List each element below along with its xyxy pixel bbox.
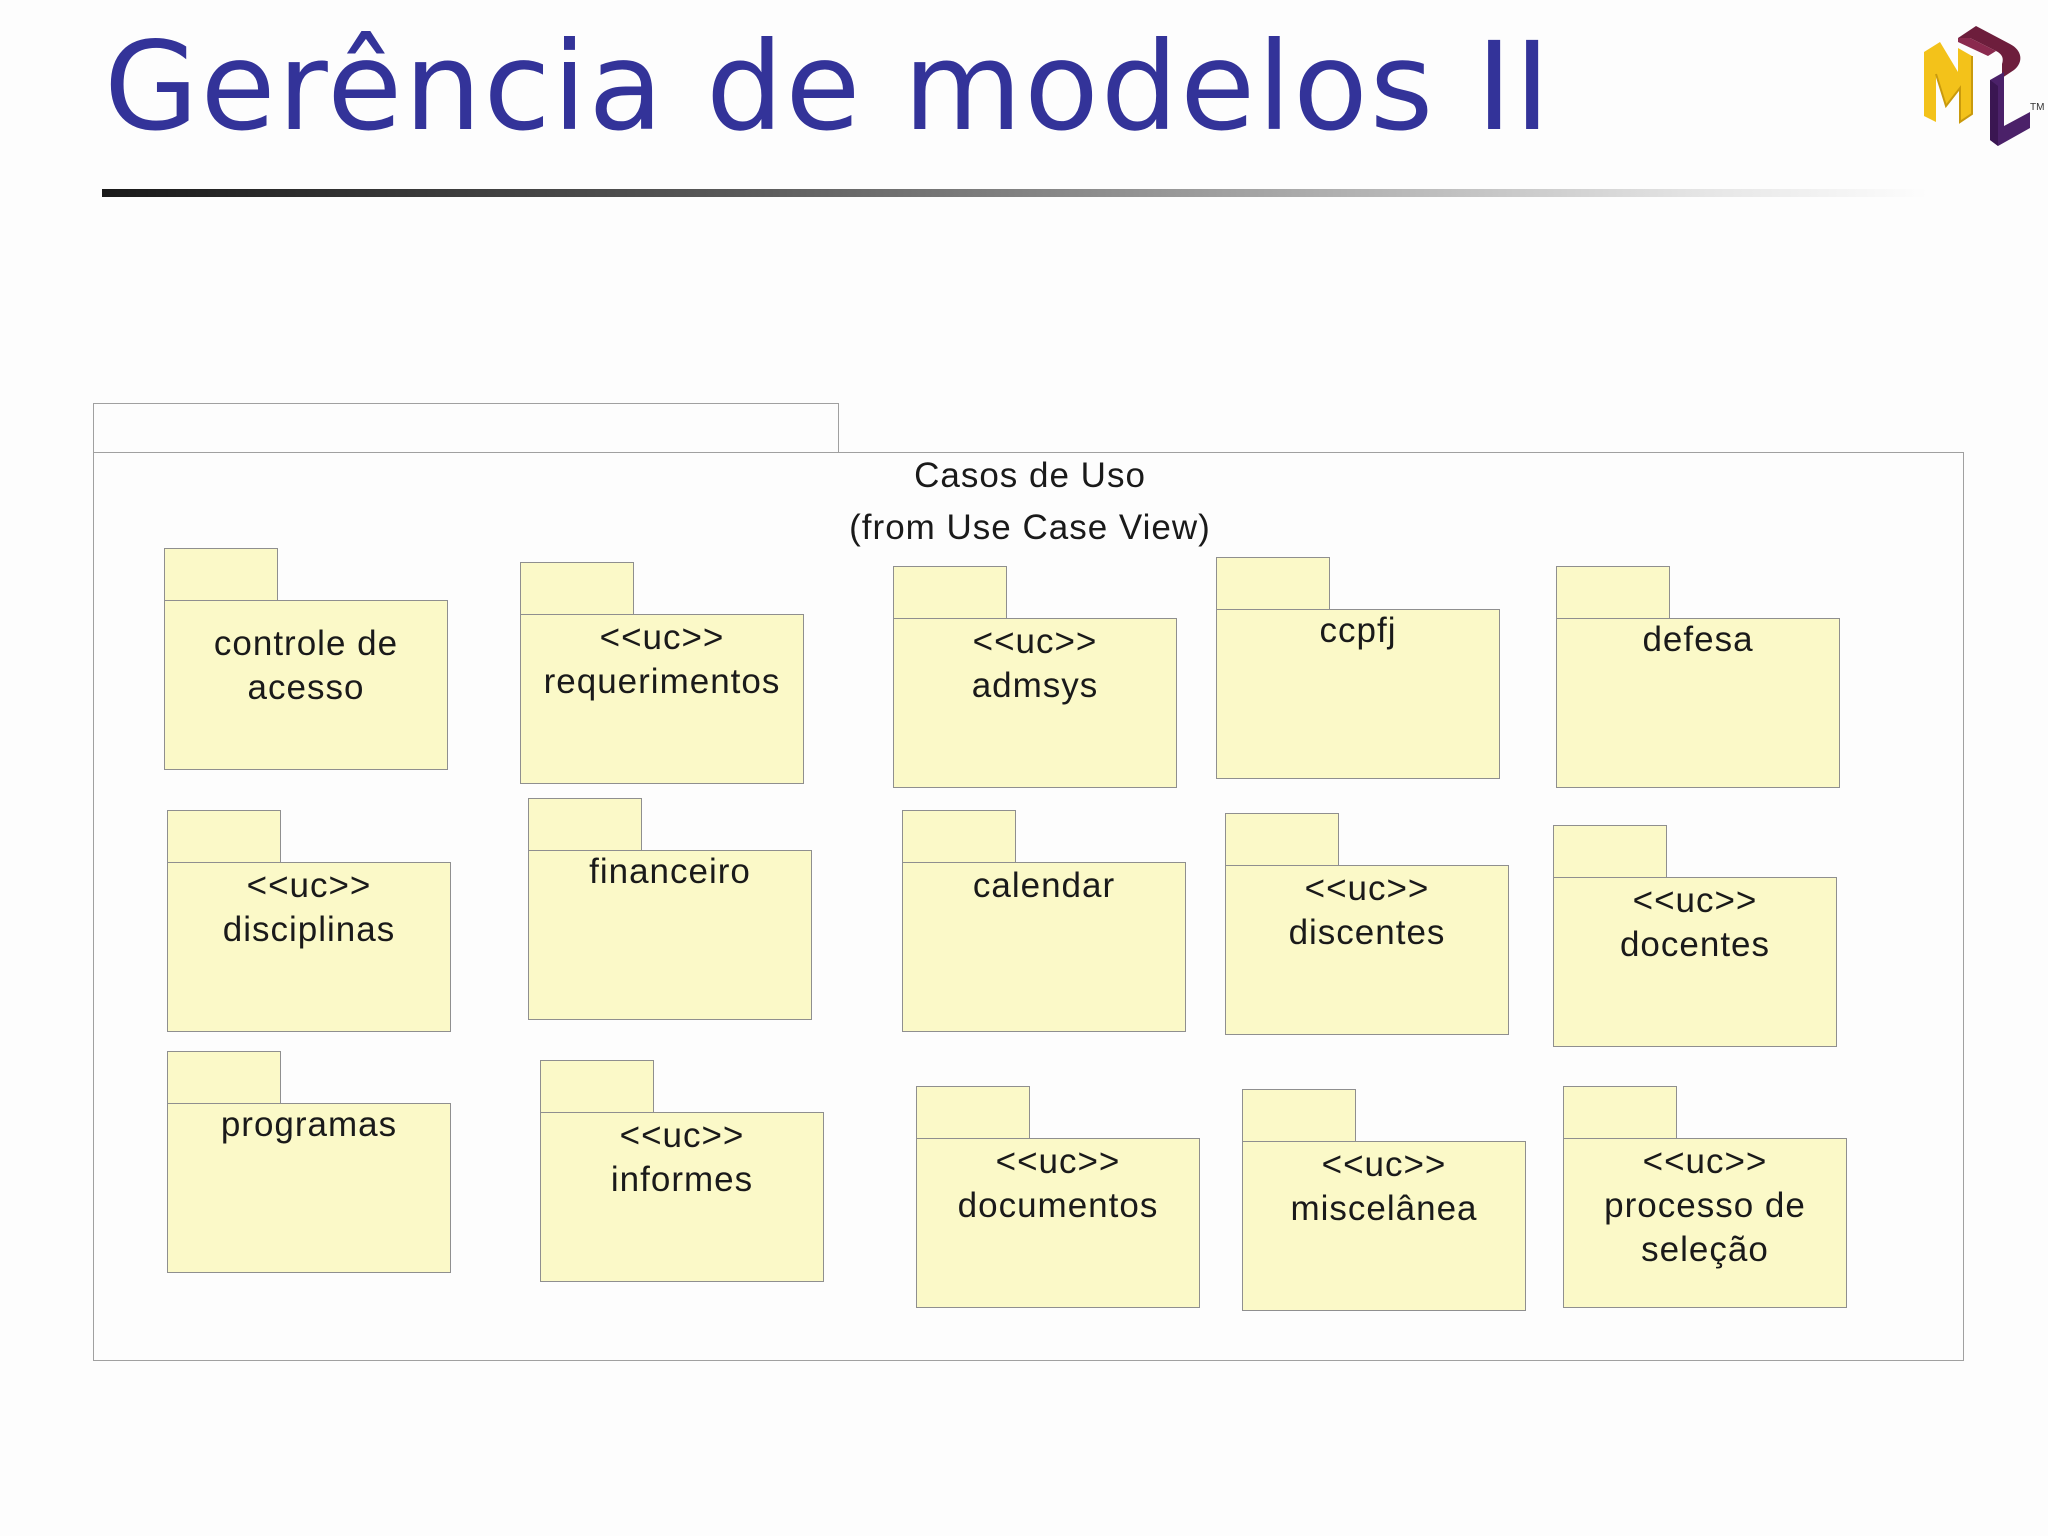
container-package-name: Casos de Uso xyxy=(914,456,1146,495)
package-label: financeiro xyxy=(528,850,812,894)
package-label: calendar xyxy=(902,864,1186,908)
package-stereotype: <<uc>> xyxy=(1642,1142,1768,1181)
package-tab xyxy=(1553,825,1667,879)
package-stereotype: <<uc>> xyxy=(1304,869,1430,908)
package-body xyxy=(1563,1138,1847,1308)
package-tab xyxy=(1225,813,1339,867)
package-name: programas xyxy=(220,1105,398,1144)
package-label: <<uc>> miscelânea xyxy=(1242,1143,1526,1231)
package-name: ccpfj xyxy=(1319,611,1397,650)
package-tab xyxy=(164,548,278,602)
package-body xyxy=(167,862,451,1032)
package-name: calendar xyxy=(972,866,1116,905)
package-tab xyxy=(916,1086,1030,1140)
package-tab xyxy=(893,566,1007,620)
package-stereotype: <<uc>> xyxy=(972,622,1098,661)
package-body xyxy=(893,618,1177,788)
package-label: <<uc>> disciplinas xyxy=(167,864,451,952)
package-body xyxy=(1553,877,1837,1047)
package-tab xyxy=(1216,557,1330,611)
title-divider xyxy=(102,189,1928,197)
svg-text:TM: TM xyxy=(2030,102,2044,113)
package-body xyxy=(1556,618,1840,788)
package-label: programas xyxy=(167,1103,451,1147)
package-label: <<uc>> documentos xyxy=(916,1140,1200,1228)
package-body xyxy=(540,1112,824,1282)
package-label: ccpfj xyxy=(1216,609,1500,653)
package-body xyxy=(167,1103,451,1273)
package-name: discentes xyxy=(1288,913,1446,952)
package-tab xyxy=(520,562,634,616)
package-body xyxy=(916,1138,1200,1308)
package-name: financeiro xyxy=(589,852,751,891)
package-tab xyxy=(540,1060,654,1114)
package-body xyxy=(1216,609,1500,779)
package-label: defesa xyxy=(1556,618,1840,662)
package-name: defesa xyxy=(1642,620,1754,659)
package-body xyxy=(528,850,812,1020)
package-stereotype: <<uc>> xyxy=(619,1116,745,1155)
package-stereotype: <<uc>> xyxy=(246,866,372,905)
package-stereotype: <<uc>> xyxy=(1632,881,1758,920)
package-tab xyxy=(167,1051,281,1105)
package-stereotype: <<uc>> xyxy=(995,1142,1121,1181)
package-tab xyxy=(1563,1086,1677,1140)
package-name: informes xyxy=(610,1160,754,1199)
package-body xyxy=(520,614,804,784)
package-body xyxy=(164,600,448,770)
package-label: <<uc>> requerimentos xyxy=(520,616,804,704)
package-label: <<uc>> informes xyxy=(540,1114,824,1202)
package-body xyxy=(1242,1141,1526,1311)
package-tab xyxy=(167,810,281,864)
package-name: disciplinas xyxy=(222,910,396,949)
package-name: documentos xyxy=(957,1186,1159,1225)
container-package-source: (from Use Case View) xyxy=(849,508,1211,547)
package-tab xyxy=(1556,566,1670,620)
package-body xyxy=(1225,865,1509,1035)
package-label: <<uc>> docentes xyxy=(1553,879,1837,967)
uml-logo: TM xyxy=(1924,26,2044,146)
package-label: <<uc>> admsys xyxy=(893,620,1177,708)
package-name: admsys xyxy=(971,666,1099,705)
package-name: requerimentos xyxy=(543,662,781,701)
package-name: docentes xyxy=(1619,925,1771,964)
package-stereotype: <<uc>> xyxy=(599,618,725,657)
package-tab xyxy=(528,798,642,852)
package-tab xyxy=(1242,1089,1356,1143)
slide-title: Gerência de modelos II xyxy=(104,16,1553,158)
container-package-tab xyxy=(93,403,839,453)
package-stereotype: <<uc>> xyxy=(1321,1145,1447,1184)
package-tab xyxy=(902,810,1016,864)
package-label: <<uc>> discentes xyxy=(1225,867,1509,955)
package-body xyxy=(902,862,1186,1032)
package-name: miscelânea xyxy=(1290,1189,1478,1228)
